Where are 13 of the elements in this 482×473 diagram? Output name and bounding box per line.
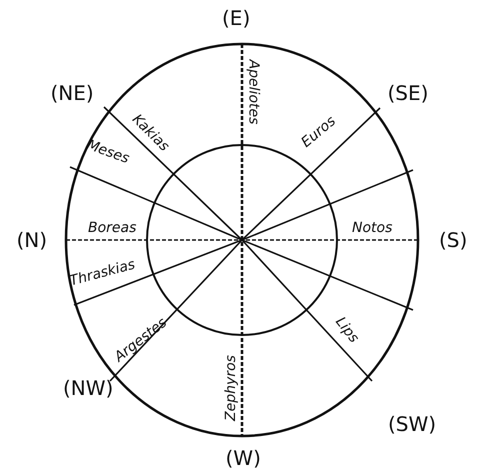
wind-name-label: Boreas — [88, 221, 136, 235]
compass-direction-label: (SW) — [388, 414, 436, 434]
compass-direction-label: (SE) — [388, 83, 428, 103]
wind-name-label: Apeliotes — [246, 60, 260, 124]
compass-direction-label: (W) — [226, 448, 261, 468]
compass-direction-label: (E) — [222, 8, 250, 28]
wind-name-label: Zephyros — [224, 355, 238, 421]
compass-direction-label: (S) — [439, 230, 468, 250]
compass-direction-label: (NW) — [63, 378, 114, 398]
compass-direction-label: (NE) — [50, 83, 94, 103]
wind-name-label: Notos — [352, 221, 392, 235]
compass-direction-label: (N) — [16, 230, 48, 250]
wind-name-label: Meses — [84, 138, 131, 166]
